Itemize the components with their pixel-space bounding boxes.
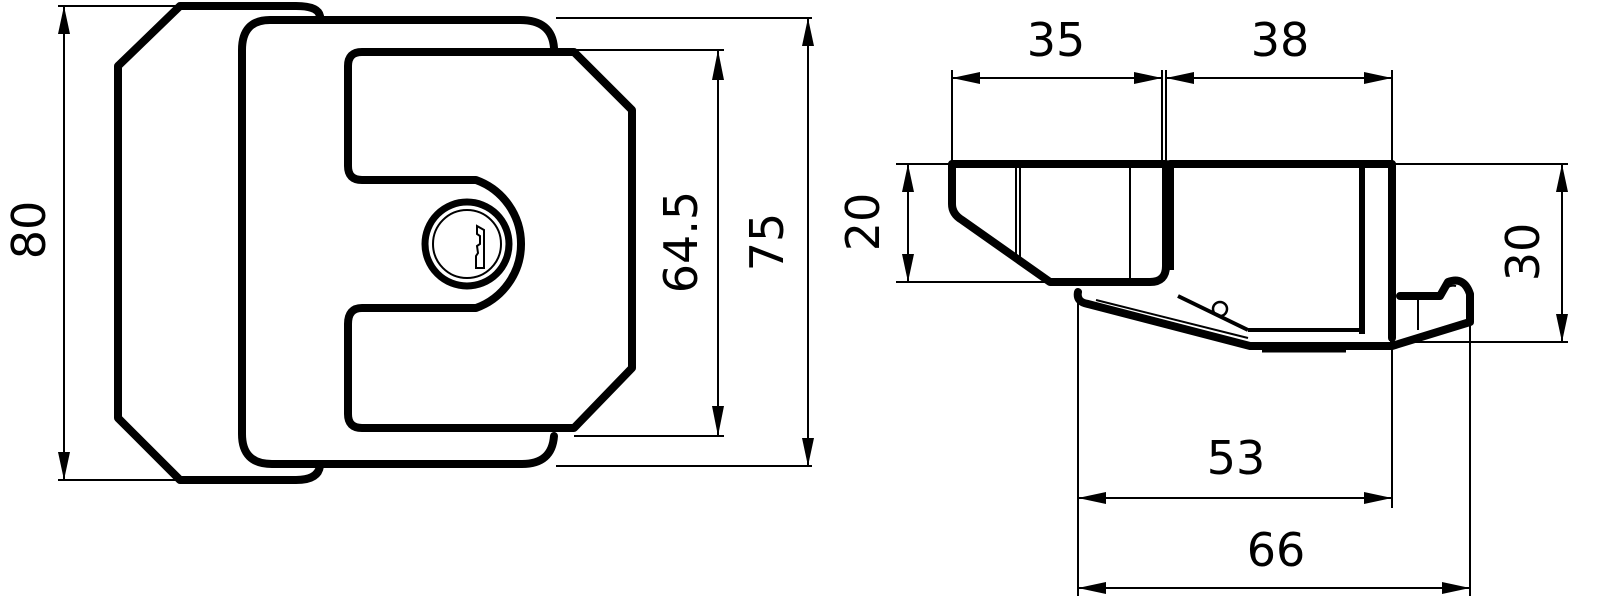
side-right-body bbox=[1166, 160, 1396, 342]
dim-label-80: 80 bbox=[2, 200, 56, 260]
outer-plate-outline bbox=[114, 2, 324, 484]
dim-label-64-5: 64.5 bbox=[654, 190, 708, 294]
inner-face-outline bbox=[344, 48, 636, 432]
dim-label-35: 35 bbox=[1026, 13, 1086, 67]
side-view bbox=[896, 70, 1568, 596]
lock-cylinder-inner bbox=[432, 209, 502, 279]
keyway-icon bbox=[475, 224, 485, 269]
lock-cylinder-outer bbox=[421, 198, 513, 290]
dim-label-53: 53 bbox=[1206, 431, 1266, 485]
pin-icon bbox=[1211, 300, 1229, 318]
dim-label-38: 38 bbox=[1250, 13, 1310, 67]
dim-label-66: 66 bbox=[1246, 523, 1306, 577]
side-base-plate bbox=[1073, 276, 1474, 350]
side-left-body bbox=[948, 160, 1170, 286]
dim-label-75: 75 bbox=[740, 212, 794, 272]
front-view bbox=[58, 2, 814, 484]
dim-label-20: 20 bbox=[836, 192, 890, 252]
dim-label-30: 30 bbox=[1496, 222, 1550, 282]
middle-plate-outline bbox=[238, 16, 558, 468]
